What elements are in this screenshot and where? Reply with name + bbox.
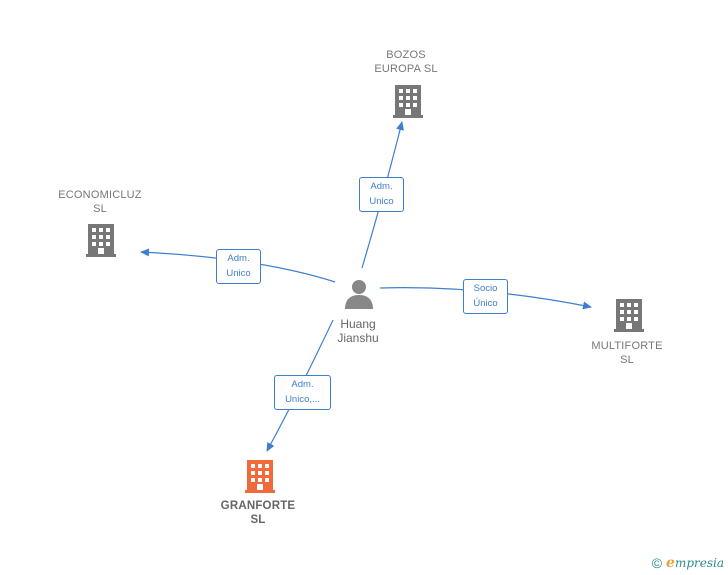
- person-label[interactable]: Huang Jianshu: [318, 317, 398, 345]
- company-name-line2: SL: [250, 514, 266, 526]
- brand-first-letter: e: [666, 555, 675, 571]
- company-name-line2: SL: [620, 354, 634, 366]
- company-name-line1: ECONOMICLUZ: [58, 189, 142, 201]
- relation-line2: Unico: [226, 268, 251, 279]
- person-icon[interactable]: [345, 280, 373, 309]
- brand-rest: mpresia: [674, 556, 724, 570]
- relation-line2: Único: [473, 298, 498, 309]
- person-name-line1: Huang: [340, 317, 376, 331]
- company-label-multiforte[interactable]: MULTIFORTE SL: [580, 339, 674, 367]
- company-name-line1: GRANFORTE: [220, 500, 296, 512]
- brand-logo[interactable]: empresia: [666, 555, 724, 571]
- company-name-line2: EUROPA SL: [374, 63, 438, 75]
- relation-label-bozos: Adm. Unico: [359, 177, 404, 212]
- relation-line1: Adm.: [227, 253, 250, 264]
- company-label-bozos[interactable]: BOZOS EUROPA SL: [360, 48, 452, 76]
- footer-brand: © empresia: [652, 555, 724, 571]
- building-icon[interactable]: [245, 460, 275, 493]
- building-icon[interactable]: [393, 85, 423, 118]
- person-name-line2: Jianshu: [337, 331, 379, 345]
- building-icon[interactable]: [614, 299, 644, 332]
- relation-label-economicluz: Adm. Unico: [216, 249, 261, 284]
- copyright-icon: ©: [651, 555, 663, 571]
- company-name-line1: BOZOS: [386, 49, 426, 61]
- building-icon[interactable]: [86, 224, 116, 257]
- relation-label-multiforte: Socio Único: [463, 279, 508, 314]
- relation-line1: Socio: [473, 283, 498, 294]
- relation-line2: Unico: [369, 196, 394, 207]
- company-name-line2: SL: [93, 203, 107, 215]
- company-label-granforte[interactable]: GRANFORTE SL: [208, 499, 308, 527]
- relation-line2: Unico,...: [285, 394, 320, 405]
- relation-line1: Adm.: [291, 379, 314, 390]
- company-label-economicluz[interactable]: ECONOMICLUZ SL: [48, 188, 152, 216]
- relation-label-granforte: Adm. Unico,...: [274, 375, 331, 410]
- company-name-line1: MULTIFORTE: [591, 340, 663, 352]
- relation-line1: Adm.: [370, 181, 393, 192]
